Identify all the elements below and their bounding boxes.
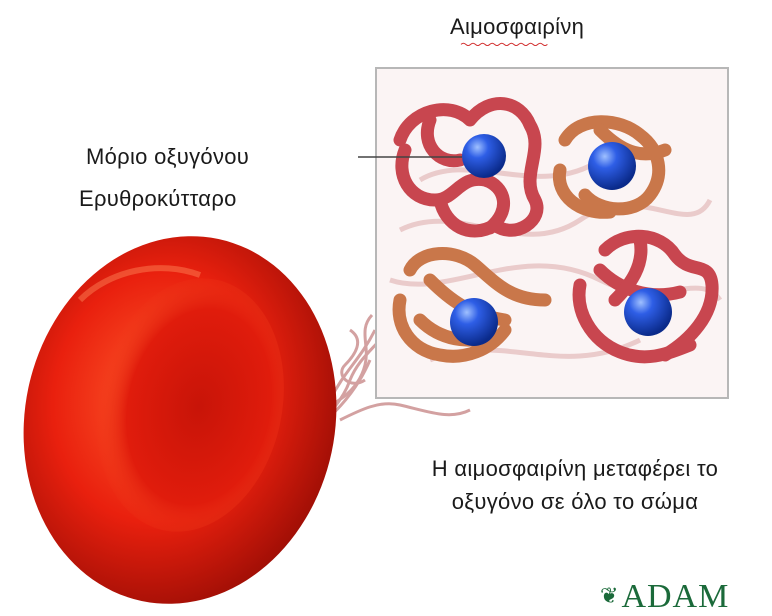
oxygen-molecule-1: [462, 134, 506, 178]
adam-logo-text: ADAM: [621, 578, 729, 615]
adam-logo: ❦ADAM: [600, 578, 729, 616]
oxygen-molecule-4: [624, 288, 672, 336]
red-blood-cell-label: Ερυθροκύτταρο: [79, 186, 237, 212]
oxygen-molecule-label: Μόριο οξυγόνου: [86, 144, 249, 170]
red-blood-cell: [0, 207, 370, 615]
leaf-icon: ❦: [600, 583, 619, 608]
hemoglobin-title: Αιμοσφαιρίνη: [450, 14, 584, 40]
oxygen-molecule-3: [450, 298, 498, 346]
caption-text: Η αιμοσφαιρίνη μεταφέρει το οξυγόνο σε ό…: [420, 452, 730, 518]
oxygen-molecule-2: [588, 142, 636, 190]
